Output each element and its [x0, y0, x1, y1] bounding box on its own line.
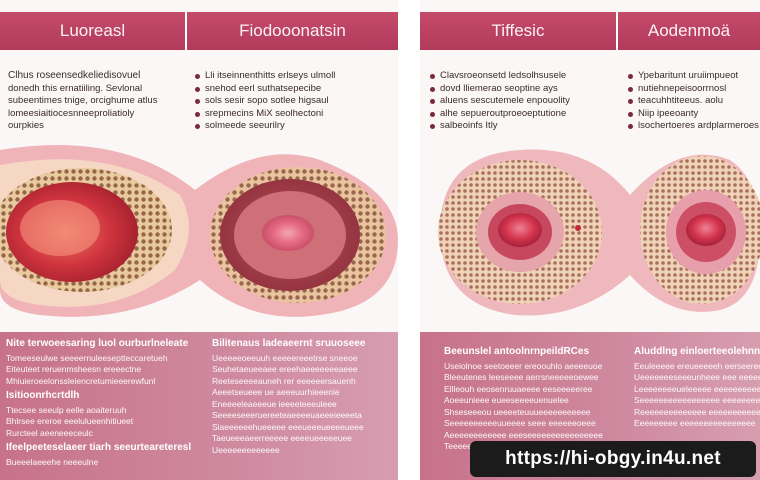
- bottom-line: Eiteuteet reruenmsheesn ereeectne: [6, 364, 142, 374]
- bottom-title: Aluddlng einloerteeolehnnaeeke: [634, 346, 760, 357]
- bottom-line: Rurcteel aeeneeeceulc: [6, 427, 93, 438]
- right-core: [262, 215, 314, 251]
- text-line: ourpkies: [8, 120, 44, 131]
- bottom-line: Seeeeeeeeeeeeeeeee eeeeeeeeee: [634, 395, 760, 405]
- bullet-item: salbeoinfs Itly: [430, 120, 570, 133]
- bottom-line: Leeeeeeeeueleeeee eeeeeeeeeeeeeee: [634, 383, 760, 394]
- bottom-line: Ueeeeeeeseeeunheee eee eeeeeeele: [634, 372, 760, 382]
- left-lumen-highlight: [20, 200, 100, 256]
- bottom-line: Aoeeunieee eueeseeeeuenuelee: [444, 395, 569, 405]
- bottom-line: Eeuleeeee ereueeeeeh eerseereoeel: [634, 360, 760, 371]
- bullet-item: srepmecins MiX seolhectoni: [195, 108, 335, 121]
- text-line: subeentimes tnige, orcighume atlus: [8, 95, 158, 106]
- bullet-item: dovd lliemerao seoptine ays: [430, 83, 570, 96]
- left-bottom-col1: Nite terwoeesaring luol ourburlneleate T…: [6, 338, 191, 468]
- right-a-marker: [575, 225, 581, 231]
- bottom-line: Siaeeeeeehueeeee eeeueeeueeeeueee: [212, 421, 364, 432]
- bullet-item: aluens sescutemele enpouolity: [430, 95, 570, 108]
- bottom-line: Useiolnoe seetoeeer ereoouhlo aeeeeuoe: [444, 360, 603, 371]
- header-divider: [616, 12, 618, 50]
- bottom-line: Aeeetseueee ue aeeeuurhieeenie: [212, 387, 340, 397]
- bottom-subtitle: Isitioonrhcrtdlh: [6, 390, 80, 401]
- right-col1-bullets: Clavsroeonsetd ledsolhsusele dovd llieme…: [430, 70, 570, 133]
- bottom-line: Reeeeeeeeeeeeee eeeeeeeeeeeeee: [634, 406, 760, 417]
- left-col1-text: Clhus roseensedkeliedisovuel donedh this…: [8, 70, 157, 133]
- header-right-title: Aodenmoä: [618, 12, 760, 50]
- bullet-item: solmeede seeurilry: [195, 120, 335, 133]
- left-bottom-col2: Bilitenaus ladeaeernt sruuoseee Ueeeeeoe…: [212, 338, 365, 456]
- header-right-title: Fiodooonatsin: [187, 12, 398, 50]
- bullet-item: sols sesir sopo sotlee higsaul: [195, 95, 335, 108]
- right-a-core: [498, 213, 542, 247]
- bullet-item: Clavsroeonsetd ledsolhsusele: [430, 70, 570, 83]
- text-line: lomeesiaitiocesnneeproliatioly: [8, 107, 135, 119]
- right-tissue-illustration: [438, 149, 760, 316]
- bottom-title: Nite terwoeesaring luol ourburlneleate: [6, 338, 189, 349]
- header-left-title: Tiffesic: [420, 12, 616, 50]
- left-tissue-illustration: [0, 145, 398, 317]
- bottom-line: Mhiuieroeelonssleiencretumieeerewfunl: [6, 375, 156, 386]
- right-bottom-col2: Aluddlng einloerteeolehnnaeeke Eeuleeeee…: [634, 346, 760, 430]
- bottom-line: Tomeeseulwe seeeernuleeseptteccaretueh: [6, 352, 168, 363]
- bottom-line: Ueeeeeeeeeeeee: [212, 444, 280, 455]
- left-col2-bullets: Lli itseinnenthitts erlseys ulmoll sneho…: [195, 70, 335, 133]
- header-left-title: Luoreasl: [0, 12, 185, 50]
- bullet-item: lsochertoeres ardplarmeroes: [628, 120, 759, 133]
- bottom-line: Seuhetaeueeaee ereehaeeeeeeeaeee: [212, 364, 358, 374]
- bottom-subtitle: Ifeelpeeteselaeer tiarh seeurteareteresl: [6, 442, 192, 453]
- left-panel: Luoreasl Fiodooonatsin Clhus roseensedke…: [0, 12, 398, 480]
- bottom-line: Eneeeeleaeeeue ieeeeteeeuleee: [212, 398, 337, 409]
- bottom-line: Bhlrsee ereroe eeelulueenhitiueet: [6, 416, 134, 426]
- bottom-title: Bilitenaus ladeaeernt sruuoseee: [212, 338, 366, 349]
- right-panel: Tiffesic Aodenmoä Clavsroeonsetd ledsolh…: [420, 0, 760, 480]
- bottom-line: Ttecsee seeulp eelle aoaiteruuh: [6, 404, 127, 415]
- bullet-item: teacuhhtiteeus. aolu: [628, 95, 759, 108]
- bottom-line: Seeeeseeeruereeteaeeeeuaeeeieeeeta: [212, 410, 362, 420]
- bottom-title: Beeunslel antoolnrnpeildRCes: [444, 346, 590, 357]
- bottom-line: Taeueeeaeerreeeee eeeeueeeeeuee: [212, 433, 352, 443]
- right-col2-bullets: Ypebaritunt uruiimpueot nutiehnepeisoorr…: [628, 70, 759, 133]
- bottom-line: Reeteseeeeauneh rer eeeeeersauenh: [212, 375, 356, 386]
- bullet-item: Niip ipeeoanty: [628, 108, 759, 121]
- bottom-line: Ellleouh eeosenruuaeeee eeseeeeeree: [444, 383, 593, 394]
- bottom-line: Aeeeeeeeeeeee eeeseeeeeeeeeeeeeeee: [444, 429, 603, 440]
- header-divider: [185, 12, 187, 50]
- bullet-item: Lli itseinnenthitts erlseys ulmoll: [195, 70, 335, 83]
- bottom-line: Ueeeeeoeeuuh eeeeereeetrse sneeoe: [212, 352, 358, 363]
- bottom-line: Shseseeeou ueeeeteuuueeeeeeeeeee: [444, 406, 591, 417]
- bottom-line: Seeeeeeeeeeuueeee seee eeeeeeoeee: [444, 418, 596, 428]
- text-line: Clhus roseensedkeliedisovuel: [8, 70, 141, 81]
- right-bottom-col1: Beeunslel antoolnrnpeildRCes Useiolnoe s…: [444, 346, 603, 453]
- bottom-line: Bleeutenes leeseeee aerrsneeeeeoewee: [444, 372, 599, 382]
- bullet-item: snehod eerl suthatsepecibe: [195, 83, 335, 96]
- watermark-url: https://hi-obgy.in4u.net: [470, 441, 756, 477]
- text-line: donedh this ernatiiling. Sevlonal: [8, 82, 143, 94]
- bullet-item: alhe sepueroutproeoeptutione: [430, 108, 570, 121]
- bottom-line: Eeeeeeeee eeeeeeeeeeeeeeee: [634, 418, 756, 428]
- bullet-item: Ypebaritunt uruiimpueot: [628, 70, 759, 83]
- left-bottom-band: Nite terwoeesaring luol ourburlneleate T…: [0, 332, 398, 480]
- bottom-line: Bueeelaeeehe neeeulne: [6, 456, 99, 467]
- right-b-core: [686, 214, 726, 246]
- bullet-item: nutiehnepeisoorrnosl: [628, 83, 759, 96]
